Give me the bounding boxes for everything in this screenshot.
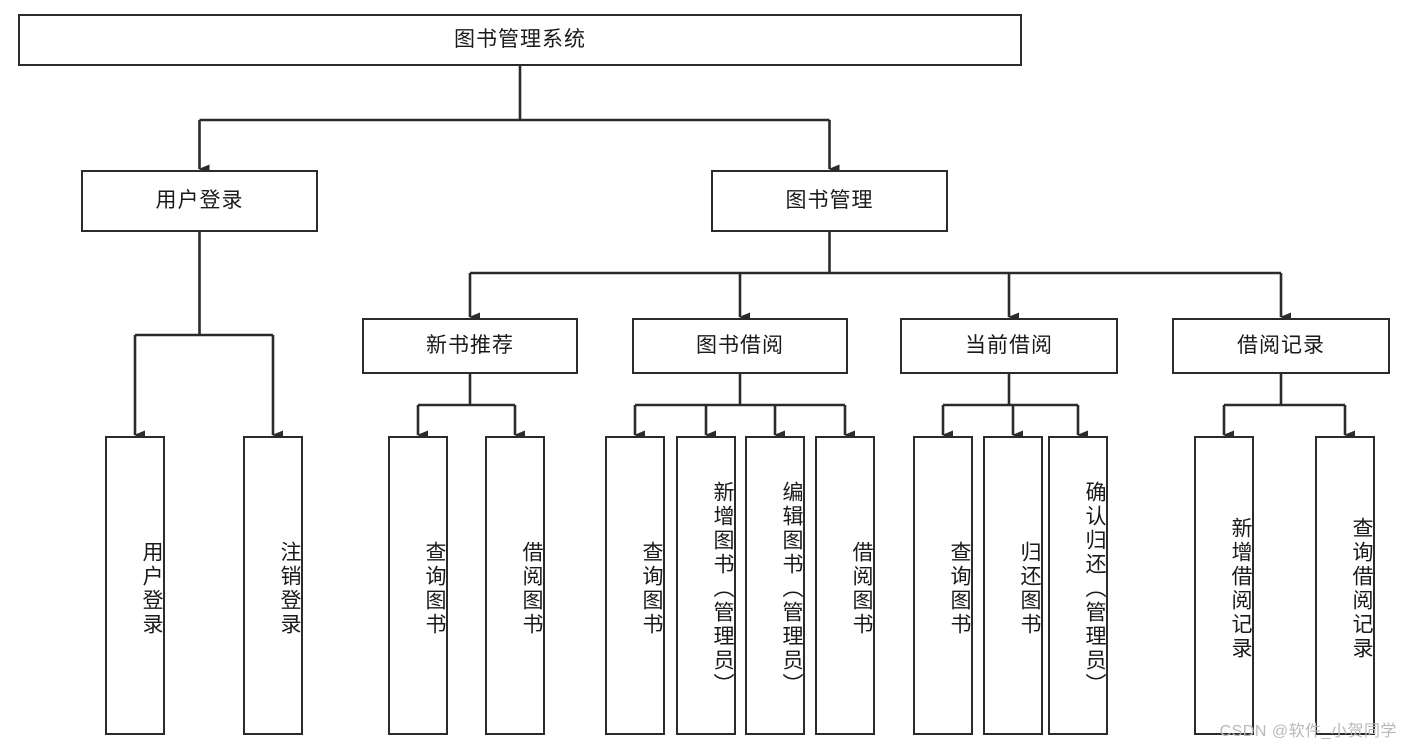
- leaf-leaf-edit-book-label: 编辑图书（管理员）: [780, 480, 803, 697]
- node-user-login-label: 用户登录: [155, 189, 244, 213]
- leaf-leaf-query-record-label: 查询借阅记录: [1350, 516, 1373, 661]
- leaf-leaf-add-book[interactable]: 新增图书（管理员）: [676, 436, 736, 735]
- leaf-leaf-query-book-3-label: 查询图书: [948, 540, 971, 637]
- node-new-book-rec[interactable]: 新书推荐: [362, 318, 578, 374]
- leaf-leaf-logout-label: 注销登录: [278, 540, 301, 637]
- leaf-leaf-add-record[interactable]: 新增借阅记录: [1194, 436, 1254, 735]
- leaf-leaf-add-book-label: 新增图书（管理员）: [711, 480, 734, 697]
- leaf-leaf-add-record-label: 新增借阅记录: [1229, 516, 1252, 661]
- leaf-leaf-logout[interactable]: 注销登录: [243, 436, 303, 735]
- leaf-leaf-return-book-label: 归还图书: [1018, 540, 1041, 637]
- leaf-leaf-edit-book[interactable]: 编辑图书（管理员）: [745, 436, 805, 735]
- node-user-login[interactable]: 用户登录: [81, 170, 318, 232]
- leaf-leaf-query-book-3[interactable]: 查询图书: [913, 436, 973, 735]
- node-new-book-rec-label: 新书推荐: [426, 334, 514, 358]
- watermark: CSDN @软件_小贺同学: [1219, 723, 1397, 740]
- leaf-leaf-borrow-book-1[interactable]: 借阅图书: [485, 436, 545, 735]
- leaf-leaf-confirm-return-label: 确认归还（管理员）: [1083, 480, 1106, 697]
- leaf-leaf-borrow-book-2-label: 借阅图书: [850, 540, 873, 637]
- leaf-leaf-confirm-return[interactable]: 确认归还（管理员）: [1048, 436, 1108, 735]
- leaf-leaf-query-book-1[interactable]: 查询图书: [388, 436, 448, 735]
- node-book-borrow-label: 图书借阅: [696, 334, 784, 358]
- node-book-manage[interactable]: 图书管理: [711, 170, 948, 232]
- node-current-borrow[interactable]: 当前借阅: [900, 318, 1118, 374]
- leaf-leaf-borrow-book-2[interactable]: 借阅图书: [815, 436, 875, 735]
- leaf-leaf-return-book[interactable]: 归还图书: [983, 436, 1043, 735]
- node-borrow-record-label: 借阅记录: [1237, 334, 1325, 358]
- node-book-manage-label: 图书管理: [785, 189, 874, 213]
- node-current-borrow-label: 当前借阅: [965, 334, 1053, 358]
- node-book-borrow[interactable]: 图书借阅: [632, 318, 848, 374]
- node-root-label: 图书管理系统: [454, 28, 586, 52]
- node-root[interactable]: 图书管理系统: [18, 14, 1022, 66]
- leaf-leaf-query-book-2-label: 查询图书: [640, 540, 663, 637]
- leaf-leaf-query-book-2[interactable]: 查询图书: [605, 436, 665, 735]
- node-borrow-record[interactable]: 借阅记录: [1172, 318, 1390, 374]
- leaf-leaf-user-login[interactable]: 用户登录: [105, 436, 165, 735]
- leaf-leaf-borrow-book-1-label: 借阅图书: [520, 540, 543, 637]
- leaf-leaf-query-book-1-label: 查询图书: [423, 540, 446, 637]
- leaf-leaf-query-record[interactable]: 查询借阅记录: [1315, 436, 1375, 735]
- leaf-leaf-user-login-label: 用户登录: [140, 540, 163, 637]
